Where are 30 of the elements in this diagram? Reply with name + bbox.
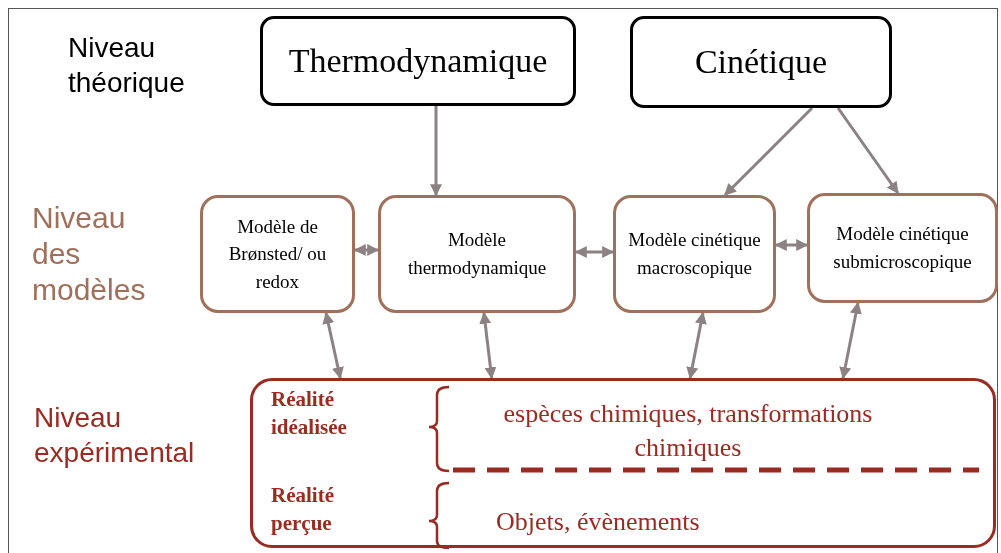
theory-box: [630, 16, 892, 108]
level-label: Réalité idéalisée: [271, 386, 348, 442]
arrow: [430, 106, 442, 197]
arrow: [839, 301, 862, 380]
box-text: Modèle de Brønsted/ ou redox: [227, 214, 328, 294]
arrow: [774, 239, 809, 252]
box-text: Modèle cinétique macroscopique: [627, 228, 762, 280]
box-text: Modèle cinétique submicroscopique: [832, 222, 973, 274]
arrow: [836, 107, 900, 194]
level-heading: Niveau des modèles: [32, 200, 147, 308]
box-text: Thermodynamique: [288, 40, 548, 81]
arrow: [686, 311, 707, 380]
arrow: [353, 244, 380, 256]
box-text: Cinétique: [694, 41, 828, 82]
model-box: [613, 195, 776, 313]
level-heading: Niveau expérimental: [34, 401, 196, 470]
level-label: Réalité perçue: [271, 482, 335, 538]
level-content: Objets, évènements: [496, 506, 701, 538]
theory-box: [260, 16, 576, 106]
model-box: [200, 195, 355, 313]
experimental-box: [250, 378, 996, 548]
level-heading: Niveau théorique: [68, 31, 186, 100]
arrow: [574, 246, 615, 258]
arrow: [322, 311, 344, 380]
arrow: [723, 106, 814, 197]
box-text: Modèle thermodynamique: [406, 228, 548, 280]
arrow: [479, 311, 497, 380]
model-box: [378, 195, 576, 313]
model-box: [807, 193, 998, 303]
level-content: espèces chimiques, transformations chimiques: [502, 398, 874, 464]
